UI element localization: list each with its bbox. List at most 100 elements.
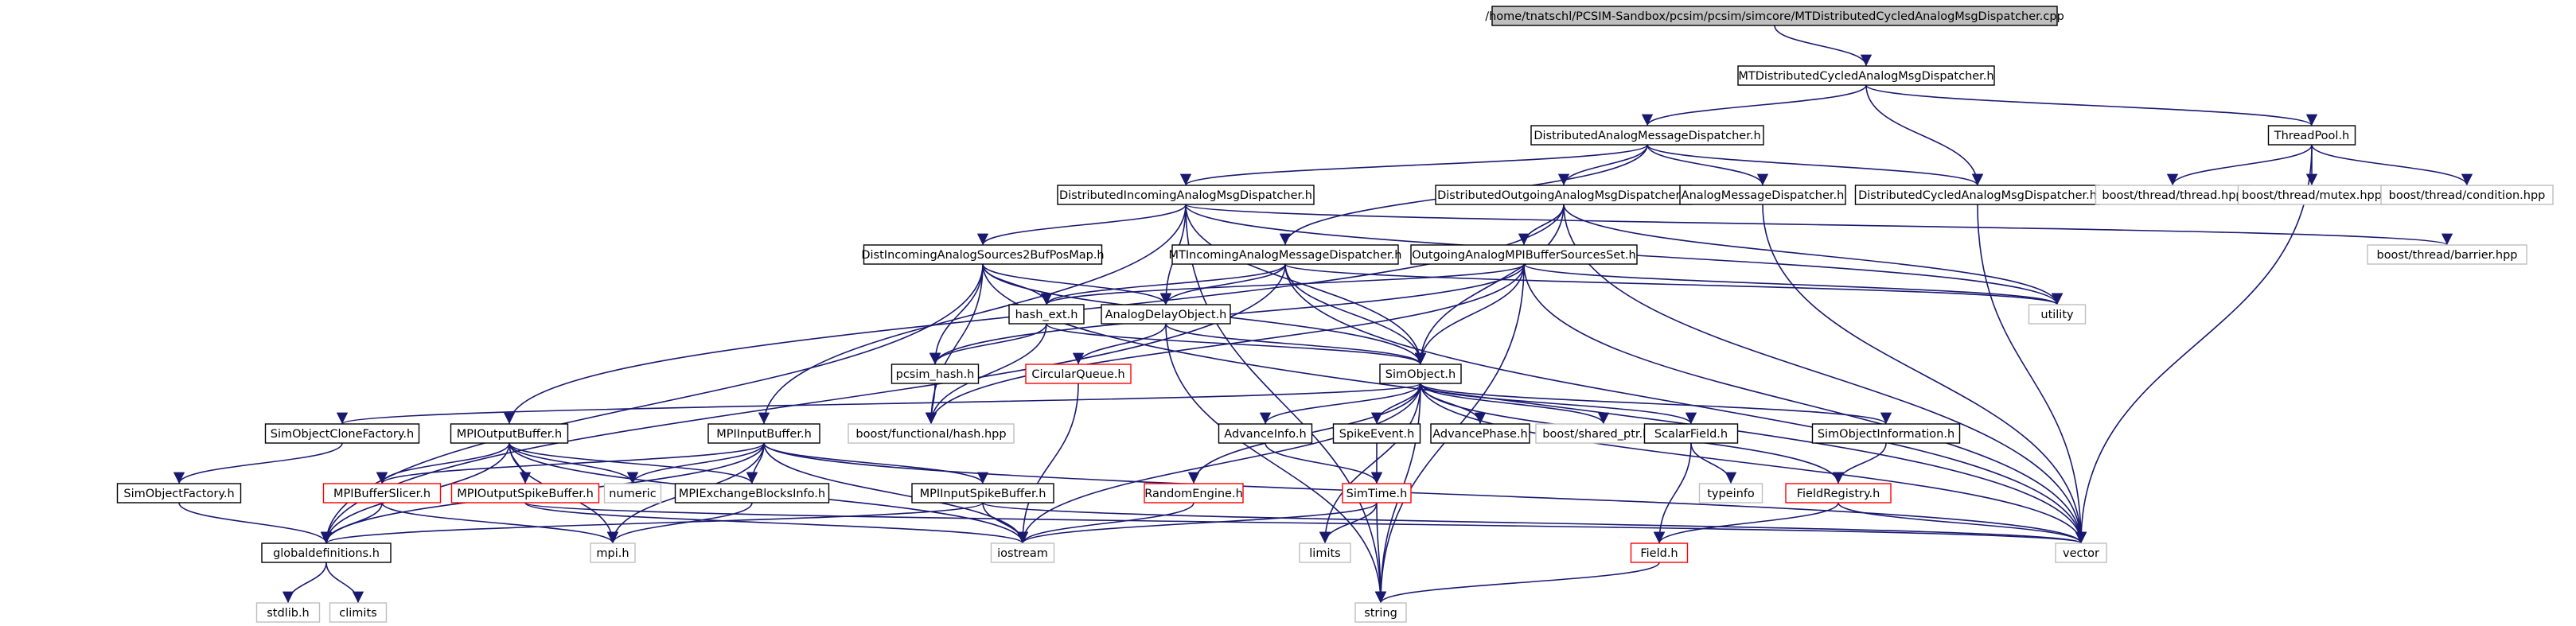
node-doamd-label: DistributedOutgoingAnalogMsgDispatcher.h	[1437, 189, 1690, 202]
edge-tp-to-bthread	[2166, 144, 2313, 186]
node-tp-box	[2267, 125, 2356, 146]
edge-dam-to-doamd	[1557, 144, 1648, 186]
node-bsp-label: boost/shared_ptr.hpp	[1542, 428, 1664, 441]
edge-mpiin-to-vector	[763, 442, 2087, 544]
node-advphase[interactable]: AdvancePhase.h	[1430, 423, 1530, 444]
node-mpibs[interactable]: MPIBufferSlicer.h	[322, 483, 442, 504]
node-mtiamd[interactable]: MTIncomingAnalogMessageDispatcher.h	[1169, 244, 1402, 265]
node-globdef[interactable]: globaldefinitions.h	[261, 542, 392, 563]
edge-doamd-to-oampi	[1518, 204, 1565, 246]
node-simtime[interactable]: SimTime.h	[1342, 483, 1412, 504]
node-tp[interactable]: ThreadPool.h	[2267, 125, 2356, 146]
edge-hashext-to-pcsimhash	[929, 323, 1047, 365]
edge-doamd-to-vector	[1563, 204, 2087, 544]
node-vector-label: vector	[2063, 547, 2099, 560]
node-cq-label: CircularQueue.h	[1031, 368, 1124, 381]
node-bfhash-box	[848, 423, 1015, 444]
node-dias2b[interactable]: DistIncomingAnalogSources2BufPosMap.h	[861, 244, 1105, 265]
node-mpiex[interactable]: MPIExchangeBlocksInfo.h	[674, 483, 830, 504]
node-oampi-label: OutgoingAnalogMPIBufferSourcesSet.h	[1412, 249, 1635, 262]
edge-ado-to-string	[1165, 323, 1387, 604]
node-mpiosb[interactable]: MPIOutputSpikeBuffer.h	[450, 483, 600, 504]
node-socf-box	[264, 423, 420, 444]
node-spike[interactable]: SpikeEvent.h	[1332, 423, 1421, 444]
edge-simtime-to-iostream	[1017, 502, 1378, 544]
edge-socf-to-sof	[173, 442, 343, 484]
edge-simobj-to-bsp	[1420, 383, 1610, 425]
node-soinfo[interactable]: SimObjectInformation.h	[1811, 423, 1961, 444]
node-doamd[interactable]: DistributedOutgoingAnalogMsgDispatcher.h	[1435, 185, 1693, 205]
node-cq[interactable]: CircularQueue.h	[1025, 364, 1132, 384]
node-bbarrier-label: boost/thread/barrier.hpp	[2376, 249, 2517, 262]
node-ado-label: AnalogDelayObject.h	[1105, 309, 1227, 321]
node-oampi[interactable]: OutgoingAnalogMPIBufferSourcesSet.h	[1410, 244, 1638, 265]
node-amd[interactable]: AnalogMessageDispatcher.h	[1679, 185, 1846, 205]
node-sof[interactable]: SimObjectFactory.h	[116, 483, 242, 504]
node-iostream-box	[990, 542, 1055, 563]
edge-mtdcad-to-dcamd	[1865, 84, 1984, 186]
node-field[interactable]: Field.h	[1630, 542, 1689, 563]
node-mtdcad[interactable]: MTDistributedCycledAnalogMsgDispatcher.h	[1737, 65, 1995, 86]
node-advinfo-label: AdvanceInfo.h	[1224, 428, 1306, 441]
edge-globdef-to-climits	[325, 562, 364, 604]
node-scalar-box	[1643, 423, 1739, 444]
node-mpiisb[interactable]: MPIInputSpikeBuffer.h	[911, 483, 1054, 504]
node-root[interactable]: /home/tnatschl/PCSIM-Sandbox/pcsim/pcsim…	[1485, 6, 2064, 26]
edge-tp-to-bcond	[2311, 144, 2473, 186]
node-bcond-box	[2380, 185, 2554, 205]
node-mpiout-label: MPIOutputBuffer.h	[457, 428, 562, 441]
node-mpiosb-label: MPIOutputSpikeBuffer.h	[457, 488, 594, 500]
node-typeinfo: typeinfo	[1698, 483, 1763, 504]
node-soinfo-label: SimObjectInformation.h	[1818, 428, 1954, 441]
edge-mpiout-to-mpibs	[376, 442, 510, 484]
edge-dias2b-to-ado	[982, 263, 1172, 305]
node-advphase-label: AdvancePhase.h	[1432, 428, 1528, 441]
node-simobj[interactable]: SimObject.h	[1379, 364, 1462, 384]
node-socf-label: SimObjectCloneFactory.h	[271, 428, 414, 441]
node-dcamd-label: DistributedCycledAnalogMsgDispatcher.h	[1858, 189, 2097, 202]
node-rng[interactable]: RandomEngine.h	[1144, 483, 1244, 504]
edge-mpiosb-to-iostream	[524, 502, 1028, 544]
node-fieldreg[interactable]: FieldRegistry.h	[1785, 483, 1892, 504]
node-simtime-label: SimTime.h	[1346, 488, 1408, 500]
edge-mpiin-to-mpiisb	[763, 442, 989, 484]
node-amd-label: AnalogMessageDispatcher.h	[1682, 189, 1845, 202]
node-amd-box	[1679, 185, 1846, 205]
edge-fieldreg-to-vector	[1837, 502, 2087, 544]
edge-oampi-to-utility	[1523, 263, 2063, 305]
edge-rng-to-iostream	[1016, 502, 1194, 544]
node-mpiisb-label: MPIInputSpikeBuffer.h	[920, 488, 1046, 500]
node-dcamd[interactable]: DistributedCycledAnalogMsgDispatcher.h	[1854, 185, 2101, 205]
node-bmutex: boost/thread/mutex.hpp	[2237, 185, 2387, 205]
node-hashext-label: hash_ext.h	[1015, 309, 1078, 321]
node-mpiout[interactable]: MPIOutputBuffer.h	[450, 423, 569, 444]
node-hashext[interactable]: hash_ext.h	[1008, 304, 1085, 325]
edge-dias2b-to-bfhash	[925, 263, 984, 425]
node-advinfo[interactable]: AdvanceInfo.h	[1218, 423, 1313, 444]
node-pcsimhash[interactable]: pcsim_hash.h	[890, 364, 980, 384]
node-stdlib-label: stdlib.h	[267, 607, 310, 620]
node-diamd[interactable]: DistributedIncomingAnalogMsgDispatcher.h	[1057, 185, 1315, 205]
node-scalar[interactable]: ScalarField.h	[1643, 423, 1739, 444]
edge-simobj-to-soinfo	[1420, 383, 1892, 425]
edge-simobj-to-socf	[337, 383, 1421, 425]
node-bbarrier-box	[2367, 244, 2527, 265]
node-mpibs-box	[322, 483, 442, 504]
node-climits-label: climits	[339, 607, 376, 620]
node-bbarrier: boost/thread/barrier.hpp	[2367, 244, 2527, 265]
node-socf[interactable]: SimObjectCloneFactory.h	[264, 423, 420, 444]
node-simobj-box	[1379, 364, 1462, 384]
node-numeric-box	[603, 483, 662, 504]
edge-mpiin-to-numeric	[626, 442, 765, 484]
node-dam[interactable]: DistributedAnalogMessageDispatcher.h	[1530, 125, 1764, 146]
edge-scalar-to-typeinfo	[1690, 442, 1737, 484]
node-typeinfo-label: typeinfo	[1707, 488, 1755, 500]
node-bthread-label: boost/thread/thread.hpp	[2102, 189, 2243, 202]
edge-dam-to-diamd	[1180, 144, 1648, 186]
edge-oampi-to-simobj	[1414, 263, 1525, 365]
node-utility-label: utility	[2040, 309, 2074, 321]
edge-mpiin-to-iostream	[763, 442, 1029, 544]
node-mpiin[interactable]: MPIInputBuffer.h	[707, 423, 820, 444]
node-ado[interactable]: AnalogDelayObject.h	[1101, 304, 1231, 325]
edge-simobj-to-scalar	[1420, 383, 1697, 425]
